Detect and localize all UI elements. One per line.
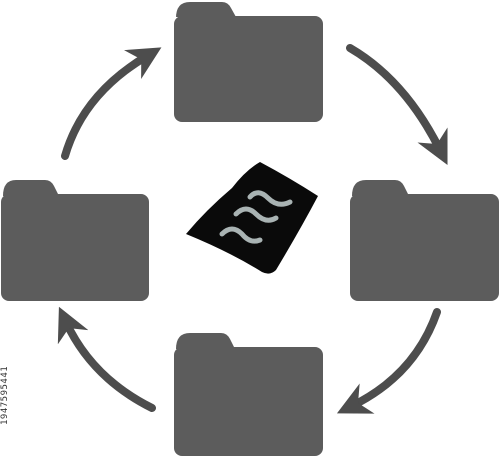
arrow-left-to-top: [61, 47, 162, 160]
folder-icon-top: [174, 2, 323, 122]
folder-icon-left: [1, 180, 149, 301]
document-line-1: [247, 190, 293, 207]
document-line-3: [219, 226, 263, 244]
document-line-2: [233, 206, 279, 223]
arrow-right-to-bottom: [336, 308, 441, 414]
folder-icon-bottom: [174, 333, 323, 456]
stock-id-watermark: 1947595441: [0, 365, 10, 425]
arrow-bottom-to-left: [57, 306, 156, 412]
arrow-top-to-right: [346, 44, 448, 166]
document-icon: [186, 162, 318, 274]
folder-icon-right: [350, 180, 499, 301]
